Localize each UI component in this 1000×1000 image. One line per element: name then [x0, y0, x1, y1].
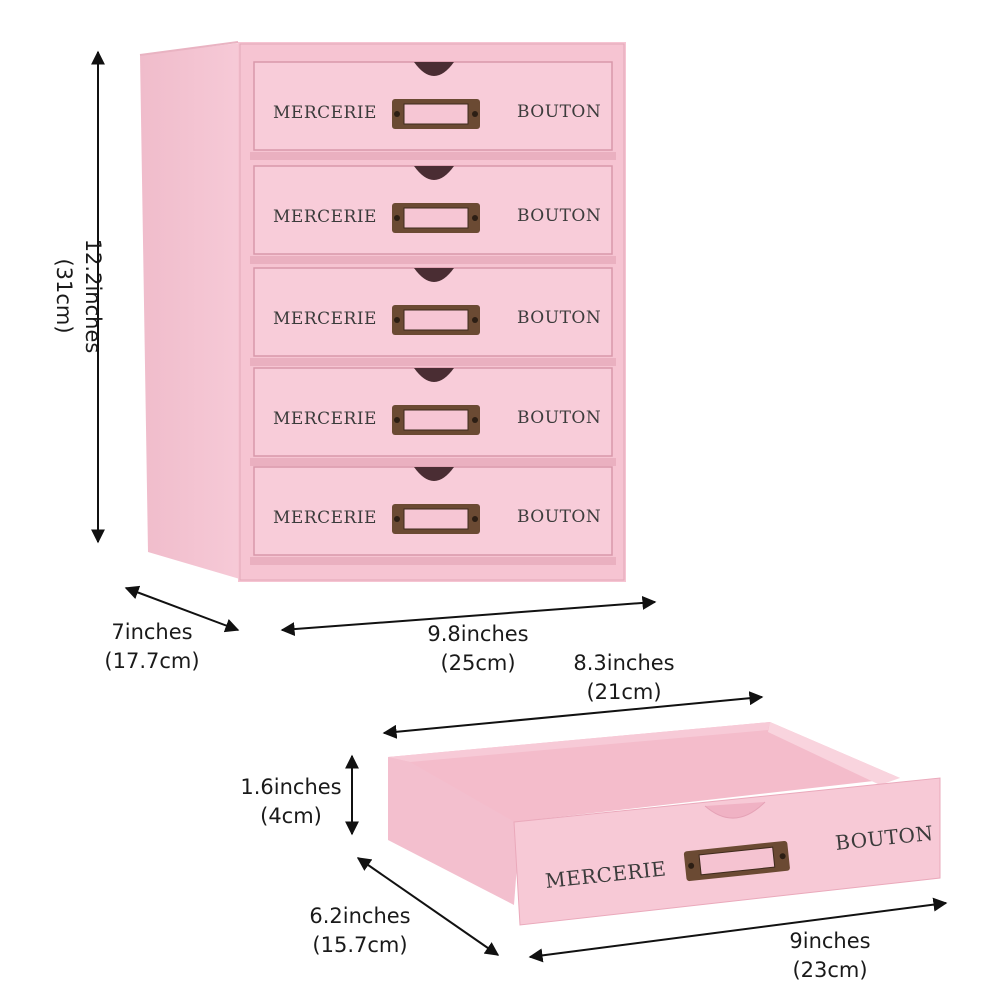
drawer-depth-arrow — [356, 857, 500, 956]
drawer-right-label: BOUTON — [517, 308, 601, 328]
drawer-depth-label: 6.2inches (15.7cm) — [290, 902, 430, 960]
drawer-inner-width-label: 8.3inches (21cm) — [554, 649, 694, 707]
drawer-finger-notch — [414, 467, 454, 481]
drawer-inner-width-inches: 8.3inches — [573, 651, 675, 675]
cabinet-drawer[interactable]: MERCERIE BOUTON — [250, 165, 616, 264]
depth-inches: 7inches — [111, 620, 193, 644]
drawer-depth-inches: 6.2inches — [309, 904, 411, 928]
drawer-finger-notch — [414, 368, 454, 382]
drawer-left-label: MERCERIE — [273, 309, 377, 329]
drawer-right-label: BOUTON — [517, 206, 601, 226]
drawer-label-holder — [683, 840, 790, 882]
drawer-left-label: MERCERIE — [273, 207, 377, 227]
cabinet-side-panel — [140, 42, 250, 582]
drawer-height-label: 1.6inches (4cm) — [226, 773, 356, 831]
height-inches: 12.2inches — [81, 238, 105, 354]
height-cm: (31cm) — [52, 258, 76, 334]
width-label: 9.8inches (25cm) — [408, 620, 548, 678]
cabinet-drawer[interactable]: MERCERIE BOUTON — [250, 61, 616, 160]
drawer-height-cm: (4cm) — [260, 804, 322, 828]
drawer-depth-cm: (15.7cm) — [312, 933, 408, 957]
dimension-arrows — [91, 50, 948, 963]
drawer-right-label: BOUTON — [517, 507, 601, 527]
drawer-finger-notch — [414, 268, 454, 282]
cabinet-drawer[interactable]: MERCERIE BOUTON — [250, 466, 616, 565]
drawer-left-label: MERCERIE — [273, 103, 377, 123]
drawer-height-inches: 1.6inches — [240, 775, 342, 799]
loose-drawer: MERCERIE BOUTON — [388, 722, 941, 926]
drawer-width-inches: 9inches — [789, 929, 871, 953]
drawer-width-label: 9inches (23cm) — [770, 927, 890, 985]
drawer-width-arrow — [528, 897, 948, 963]
depth-cm: (17.7cm) — [104, 649, 200, 673]
drawer-finger-notch — [414, 62, 454, 76]
width-inches: 9.8inches — [427, 622, 529, 646]
depth-label: 7inches (17.7cm) — [92, 618, 212, 676]
width-arrow — [280, 595, 657, 637]
cabinet-drawer[interactable]: MERCERIE BOUTON — [250, 367, 616, 466]
height-label: 12.2inches (31cm) — [49, 211, 107, 381]
drawer-inner-width-cm: (21cm) — [586, 680, 662, 704]
cabinet-drawers: MERCERIE BOUTON MERCERIE BOUTON MERCERIE BOUT… — [250, 61, 616, 565]
drawer-width-cm: (23cm) — [792, 958, 868, 982]
width-cm: (25cm) — [440, 651, 516, 675]
drawer-right-label: BOUTON — [517, 408, 601, 428]
drawer-finger-notch — [414, 166, 454, 180]
drawer-right-label: BOUTON — [517, 102, 601, 122]
drawer-left-label: MERCERIE — [273, 409, 377, 429]
cabinet-drawer[interactable]: MERCERIE BOUTON — [250, 267, 616, 366]
depth-arrow — [124, 585, 240, 633]
drawer-inner-width-arrow — [382, 691, 764, 739]
drawer-left-label: MERCERIE — [273, 508, 377, 528]
